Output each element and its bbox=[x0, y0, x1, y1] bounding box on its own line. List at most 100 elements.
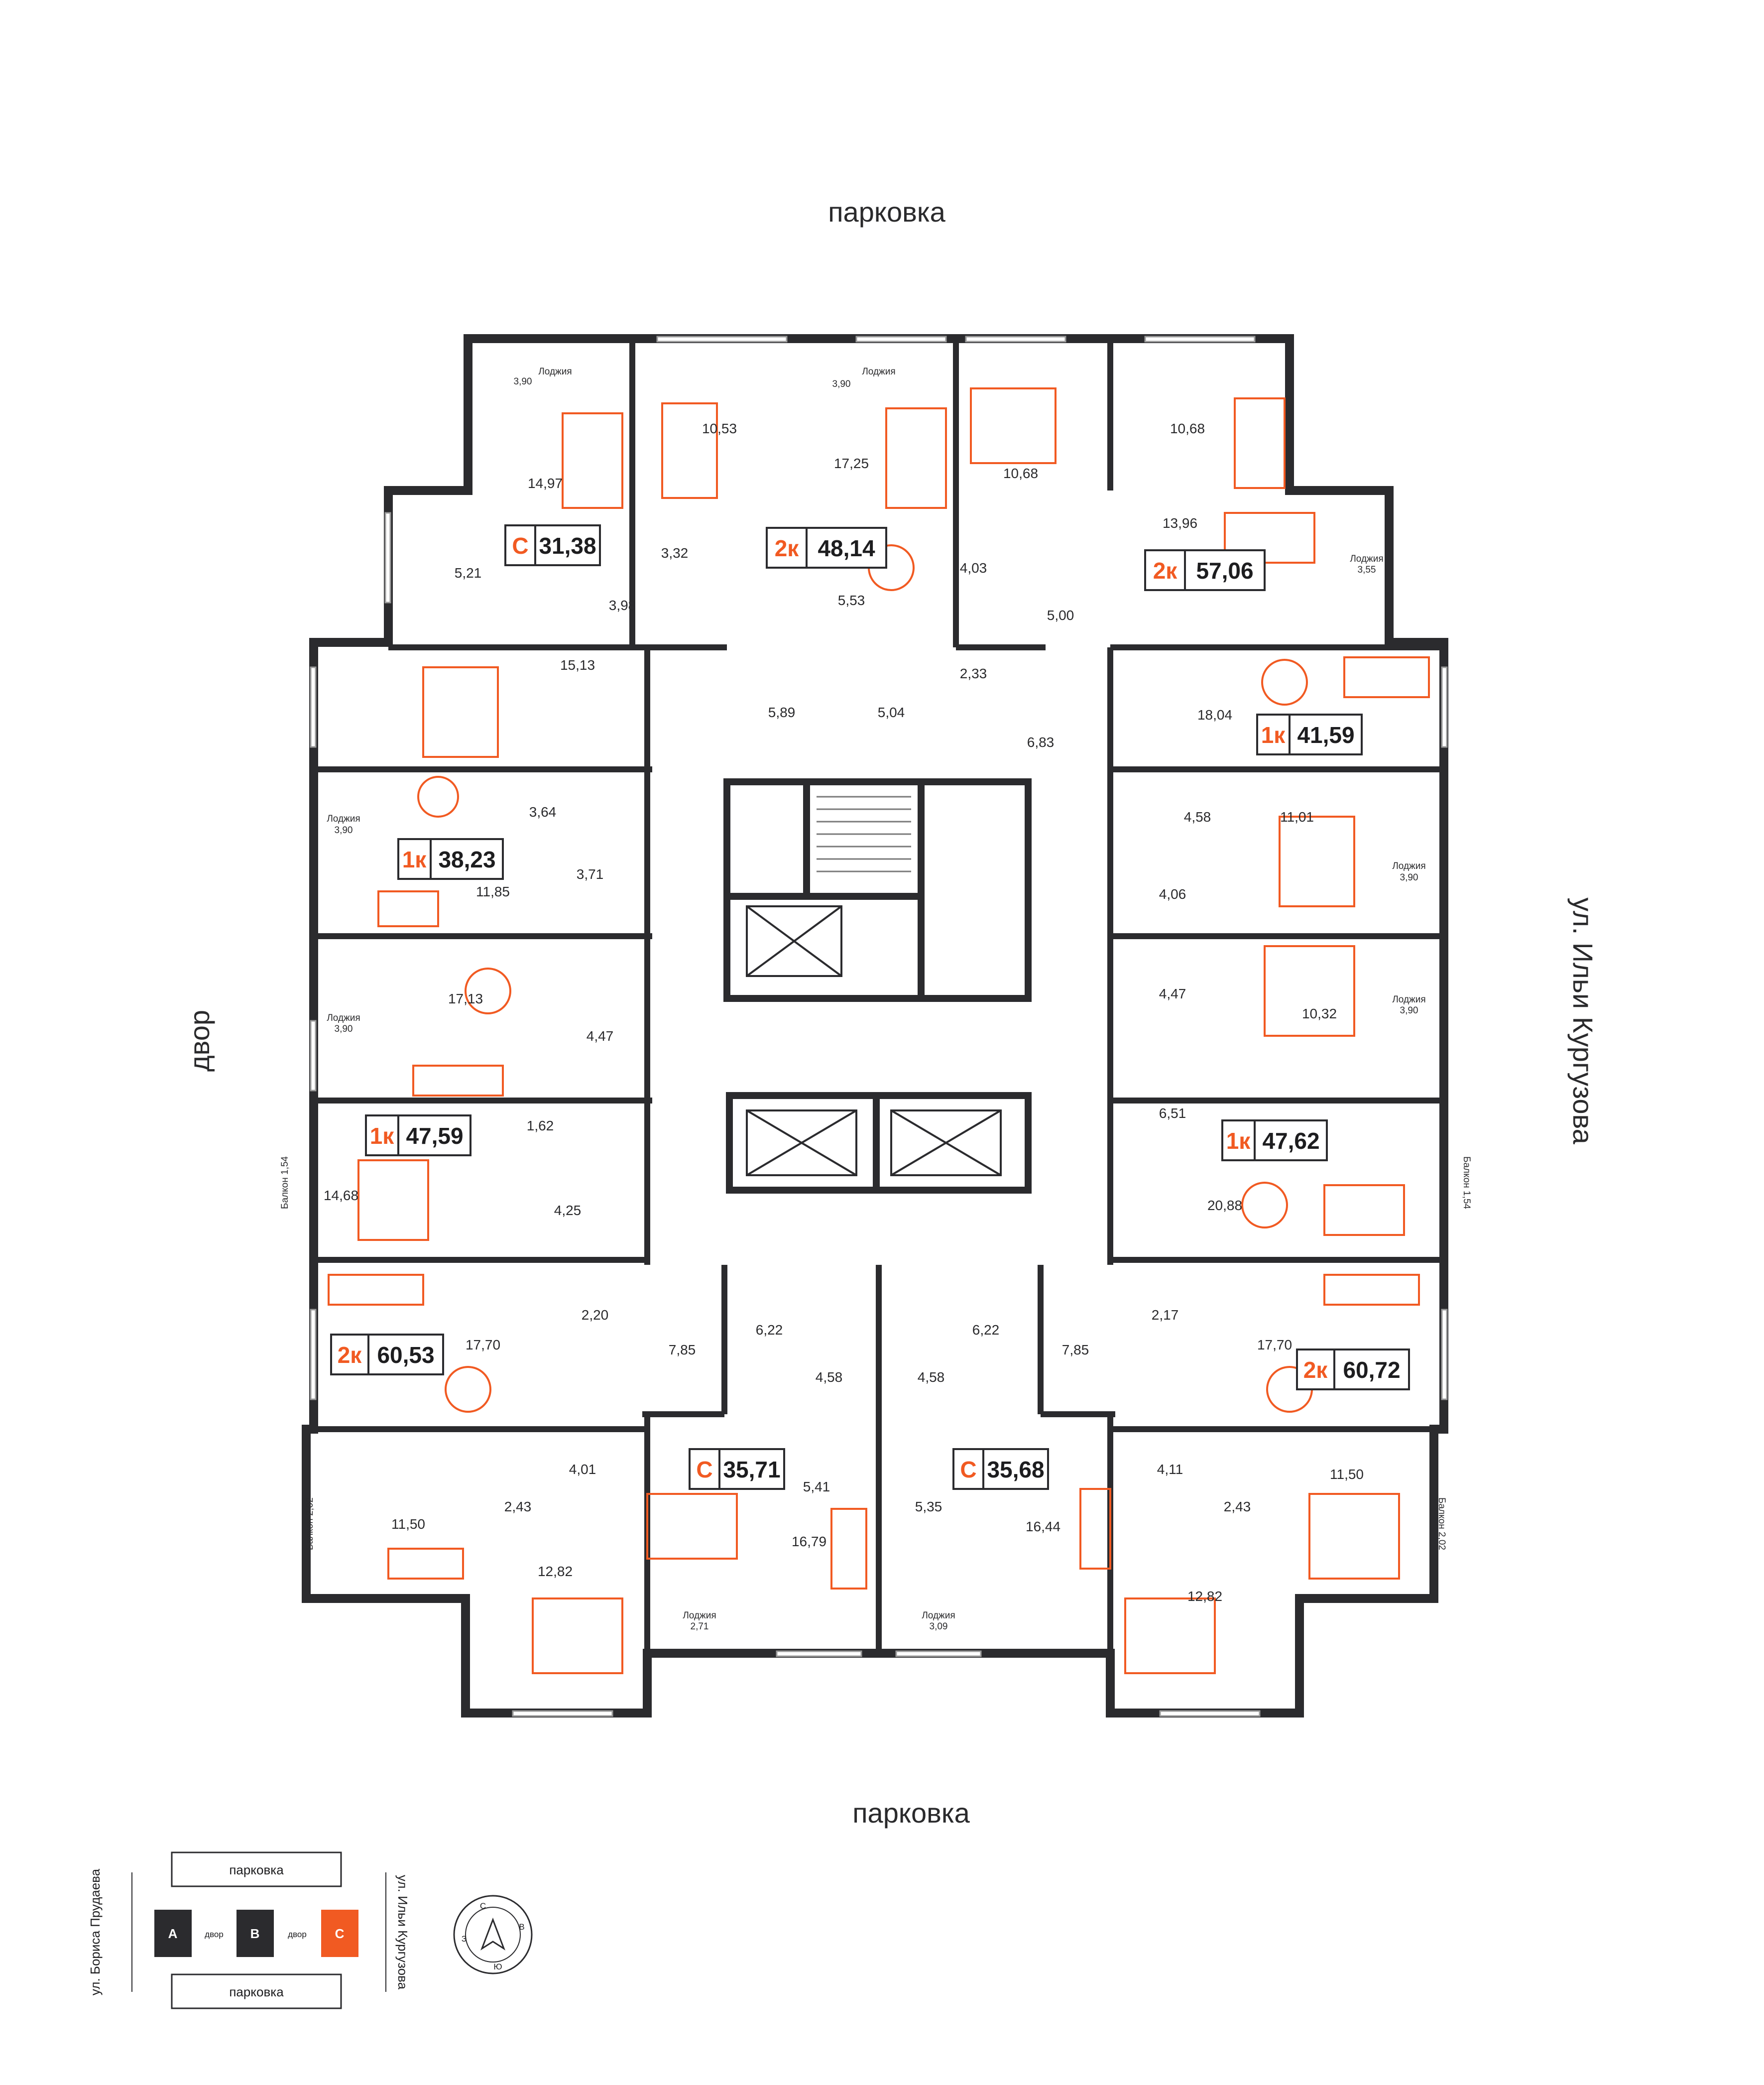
svg-text:48,14: 48,14 bbox=[818, 535, 875, 561]
balcony-label: Балкон 2,02 bbox=[1436, 1497, 1447, 1550]
room-area: 3,98 bbox=[609, 598, 636, 613]
compass-n: С bbox=[480, 1901, 486, 1911]
apartment-badges[interactable]: С 31,38 2к 48,14 2к 57,06 1к 41,59 1к 38… bbox=[330, 524, 1410, 1490]
apartment-badge[interactable]: 1к 41,59 bbox=[1256, 714, 1363, 755]
room-area: 4,47 bbox=[587, 1028, 614, 1044]
loggia-label: Лоджия bbox=[1392, 861, 1425, 871]
svg-text:60,72: 60,72 bbox=[1343, 1357, 1400, 1383]
room-area: 2,43 bbox=[1224, 1499, 1251, 1514]
svg-text:C: C bbox=[335, 1926, 345, 1941]
room-area: 2,20 bbox=[582, 1307, 609, 1323]
apartment-badge[interactable]: 1к 47,59 bbox=[365, 1114, 471, 1156]
svg-text:31,38: 31,38 bbox=[539, 533, 596, 559]
apartment-badge[interactable]: 1к 38,23 bbox=[397, 838, 504, 880]
room-area: 10,68 bbox=[1003, 466, 1038, 481]
room-area: 13,96 bbox=[1163, 515, 1197, 531]
loggia-area: 3,90 bbox=[832, 379, 851, 389]
legend-section-b bbox=[236, 1910, 274, 1957]
room-area: 5,00 bbox=[1047, 608, 1074, 623]
loggia-area: 3,90 bbox=[1400, 872, 1418, 883]
room-area: 4,06 bbox=[1159, 886, 1186, 902]
svg-text:С: С bbox=[960, 1457, 976, 1482]
loggia-area: 3,55 bbox=[1358, 565, 1376, 575]
svg-text:2к: 2к bbox=[1153, 558, 1178, 584]
windows bbox=[310, 336, 1448, 1717]
svg-text:2к: 2к bbox=[1303, 1357, 1328, 1383]
legend-yard-2: двор bbox=[288, 1930, 307, 1939]
loggia-label: Лоджия bbox=[538, 367, 572, 377]
room-area: 1,62 bbox=[527, 1118, 554, 1133]
svg-text:47,62: 47,62 bbox=[1262, 1128, 1319, 1154]
room-area: 14,68 bbox=[324, 1188, 358, 1203]
building-core bbox=[723, 778, 1032, 1194]
legend-right-street: ул. Ильи Кургузова bbox=[395, 1875, 410, 1990]
loggia-label: Лоджия bbox=[862, 367, 895, 377]
room-area: 18,04 bbox=[1197, 707, 1232, 723]
apartment-badge[interactable]: С 31,38 bbox=[504, 524, 601, 566]
room-area: 17,13 bbox=[448, 991, 483, 1006]
svg-text:38,23: 38,23 bbox=[438, 847, 495, 872]
apartment-badge[interactable]: 1к 47,62 bbox=[1221, 1119, 1328, 1161]
legend-parking-bottom-label: парковка bbox=[229, 1984, 284, 1999]
svg-text:41,59: 41,59 bbox=[1297, 722, 1354, 748]
apartment-badge[interactable]: С 35,71 bbox=[689, 1448, 785, 1490]
apartment-badge[interactable]: 2к 57,06 bbox=[1144, 549, 1266, 591]
room-area: 3,71 bbox=[577, 866, 604, 882]
room-area: 6,22 bbox=[972, 1322, 1000, 1338]
balcony-label: Балкон 1,54 bbox=[1461, 1156, 1472, 1209]
loggia-area: 3,90 bbox=[335, 1024, 353, 1034]
loggia-area: 3,09 bbox=[930, 1621, 948, 1632]
room-area: 10,32 bbox=[1302, 1006, 1337, 1021]
room-area: 11,50 bbox=[391, 1516, 425, 1532]
compass-icon: С В Ю З bbox=[453, 1895, 533, 1974]
room-area: 12,82 bbox=[538, 1564, 573, 1579]
room-area: 10,68 bbox=[1170, 421, 1205, 436]
room-area: 2,43 bbox=[504, 1499, 532, 1514]
loggia-area: 3,90 bbox=[1400, 1005, 1418, 1016]
room-area: 4,58 bbox=[816, 1369, 843, 1385]
room-area: 7,85 bbox=[669, 1342, 696, 1357]
room-area: 16,79 bbox=[792, 1534, 826, 1549]
elevator-icon bbox=[746, 905, 1002, 1176]
svg-text:B: B bbox=[250, 1926, 260, 1941]
apartment-badge[interactable]: 2к 60,53 bbox=[330, 1334, 444, 1375]
legend-yard-1: двор bbox=[205, 1930, 224, 1939]
room-area: 20,88 bbox=[1207, 1198, 1242, 1213]
room-area: 4,11 bbox=[1157, 1462, 1183, 1477]
loggia-label: Лоджия bbox=[1392, 994, 1425, 1005]
loggia-label: Лоджия bbox=[327, 1013, 360, 1023]
loggia-label: Лоджия bbox=[922, 1610, 955, 1621]
room-area: 3,64 bbox=[529, 804, 557, 820]
svg-text:1к: 1к bbox=[1261, 722, 1286, 748]
loggia-label: Лоджия bbox=[327, 814, 360, 824]
street-label-right: ул. Ильи Кургузова bbox=[1567, 897, 1599, 1144]
svg-text:2к: 2к bbox=[775, 535, 800, 561]
room-area: 2,17 bbox=[1152, 1307, 1179, 1323]
room-area: 5,21 bbox=[455, 565, 482, 581]
room-area: 4,01 bbox=[569, 1462, 596, 1477]
loggia-label: Лоджия bbox=[683, 1610, 716, 1621]
svg-text:60,53: 60,53 bbox=[377, 1342, 434, 1368]
room-area: 11,50 bbox=[1330, 1467, 1364, 1482]
balcony-label: Балкон 1,54 bbox=[280, 1156, 290, 1209]
street-label-left: двор bbox=[184, 1010, 215, 1072]
room-area: 16,44 bbox=[1026, 1519, 1060, 1534]
apartment-badge[interactable]: С 35,68 bbox=[952, 1448, 1049, 1490]
room-area: 6,83 bbox=[1027, 735, 1055, 750]
svg-text:35,68: 35,68 bbox=[987, 1457, 1044, 1482]
apartment-badge[interactable]: 2к 60,72 bbox=[1296, 1349, 1410, 1390]
room-area: 5,53 bbox=[838, 593, 865, 608]
svg-text:57,06: 57,06 bbox=[1196, 558, 1253, 584]
room-area: 15,13 bbox=[560, 657, 595, 673]
room-area: 6,22 bbox=[756, 1322, 783, 1338]
apartment-badge[interactable]: 2к 48,14 bbox=[766, 527, 887, 569]
legend-section-a bbox=[154, 1910, 192, 1957]
room-area: 17,70 bbox=[466, 1337, 500, 1352]
balcony-label: Балкон 2,02 bbox=[305, 1497, 315, 1550]
room-area: 11,01 bbox=[1280, 809, 1314, 825]
room-area: 6,51 bbox=[1159, 1105, 1186, 1121]
room-area: 12,82 bbox=[1187, 1589, 1222, 1604]
loggia-label: Лоджия bbox=[1350, 554, 1383, 564]
svg-text:2к: 2к bbox=[338, 1342, 362, 1368]
